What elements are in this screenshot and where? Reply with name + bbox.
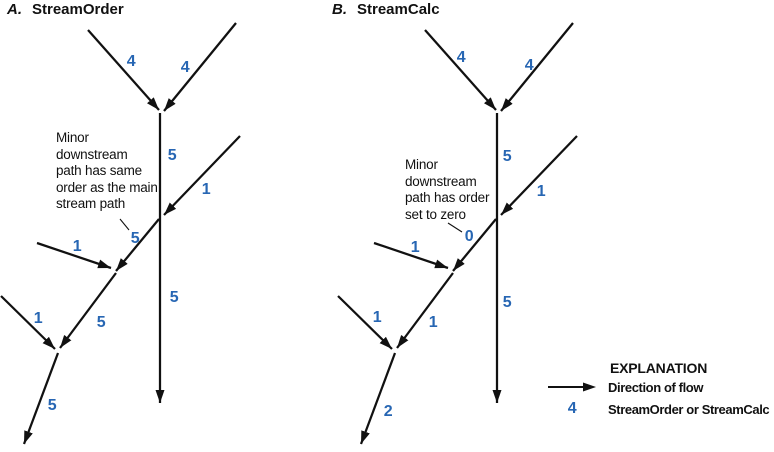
panel-a-minor-downstream-path: [115, 218, 160, 272]
panel-a-tributary-upper-right: [163, 135, 241, 216]
panel-b-annotation: Minor downstream path has order set to z…: [405, 157, 490, 222]
panel-b-order-value-label: 4: [457, 49, 466, 66]
panel-b-order-value-label: 4: [525, 57, 534, 74]
legend-sample-number: 4: [567, 400, 577, 417]
legend-label-stream-value: StreamOrder or StreamCalc: [608, 401, 770, 417]
panel-a-headwater-right: [163, 22, 237, 112]
panel-b-name: StreamCalc: [357, 1, 440, 18]
legend-row-direction-of-flow: Direction of flow: [548, 376, 772, 398]
panel-a-annotation-leader-line: [119, 218, 130, 231]
panel-a-order-value-label: 5: [170, 289, 179, 306]
panel-a-order-value-label: 1: [34, 310, 43, 327]
panel-b-order-value-label: 0: [465, 228, 474, 245]
panel-a-outlet-reach: [22, 352, 60, 445]
panel-a-letter: A.: [7, 1, 22, 18]
panel-a-headwater-left: [87, 29, 160, 111]
legend: EXPLANATION Direction of flow 4 StreamOr…: [548, 360, 772, 420]
flow-arrow-icon: [548, 382, 596, 392]
panel-b-order-value-label: 1: [429, 314, 438, 331]
panel-a-order-value-label: 5: [48, 397, 57, 414]
panel-b-headwater-right: [500, 22, 574, 112]
panel-a-tributary-mid-left: [36, 241, 112, 270]
panel-a-order-value-label: 5: [97, 314, 106, 331]
panel-b-annotation-leader-line: [447, 222, 463, 233]
panel-b-order-value-label: 1: [537, 183, 546, 200]
panel-a-order-value-label: 1: [202, 181, 211, 198]
panel-b-letter: B.: [332, 1, 347, 18]
panel-b-connector-reach: [396, 272, 454, 349]
panel-a-annotation: Minor downstream path has same order as …: [56, 130, 158, 211]
panel-b-tributary-mid-left: [373, 241, 449, 270]
panel-b-order-value-label: 1: [373, 309, 382, 326]
panel-a-order-value-label: 4: [181, 59, 190, 76]
panel-a-tributary-lower-left: [0, 295, 56, 350]
panel-b-order-value-label: 2: [384, 403, 393, 420]
panel-a-order-value-label: 5: [131, 230, 140, 247]
panel-b-minor-downstream-path: [452, 218, 497, 272]
panel-b-tributary-lower-left: [337, 295, 393, 350]
panel-b-order-value-label: 1: [411, 239, 420, 256]
panel-b-headwater-left: [424, 29, 497, 111]
panel-a-order-value-label: 1: [73, 238, 82, 255]
panel-b-order-value-label: 5: [503, 294, 512, 311]
panel-b-outlet-reach: [359, 352, 397, 445]
panel-a-order-value-label: 5: [168, 147, 177, 164]
legend-icon-col: [548, 382, 596, 392]
legend-row-stream-value: 4 StreamOrder or StreamCalc: [548, 398, 772, 420]
legend-heading: EXPLANATION: [610, 360, 708, 376]
panel-b-tributary-upper-right: [500, 135, 578, 216]
panel-a-name: StreamOrder: [32, 1, 124, 18]
panel-a-title: A. StreamOrder: [7, 1, 124, 19]
panel-a-order-value-label: 4: [127, 53, 136, 70]
legend-label-direction-of-flow: Direction of flow: [608, 379, 704, 395]
panel-b-order-value-label: 5: [503, 148, 512, 165]
panel-b-title: B. StreamCalc: [332, 1, 440, 19]
panel-a-connector-reach: [59, 272, 117, 349]
